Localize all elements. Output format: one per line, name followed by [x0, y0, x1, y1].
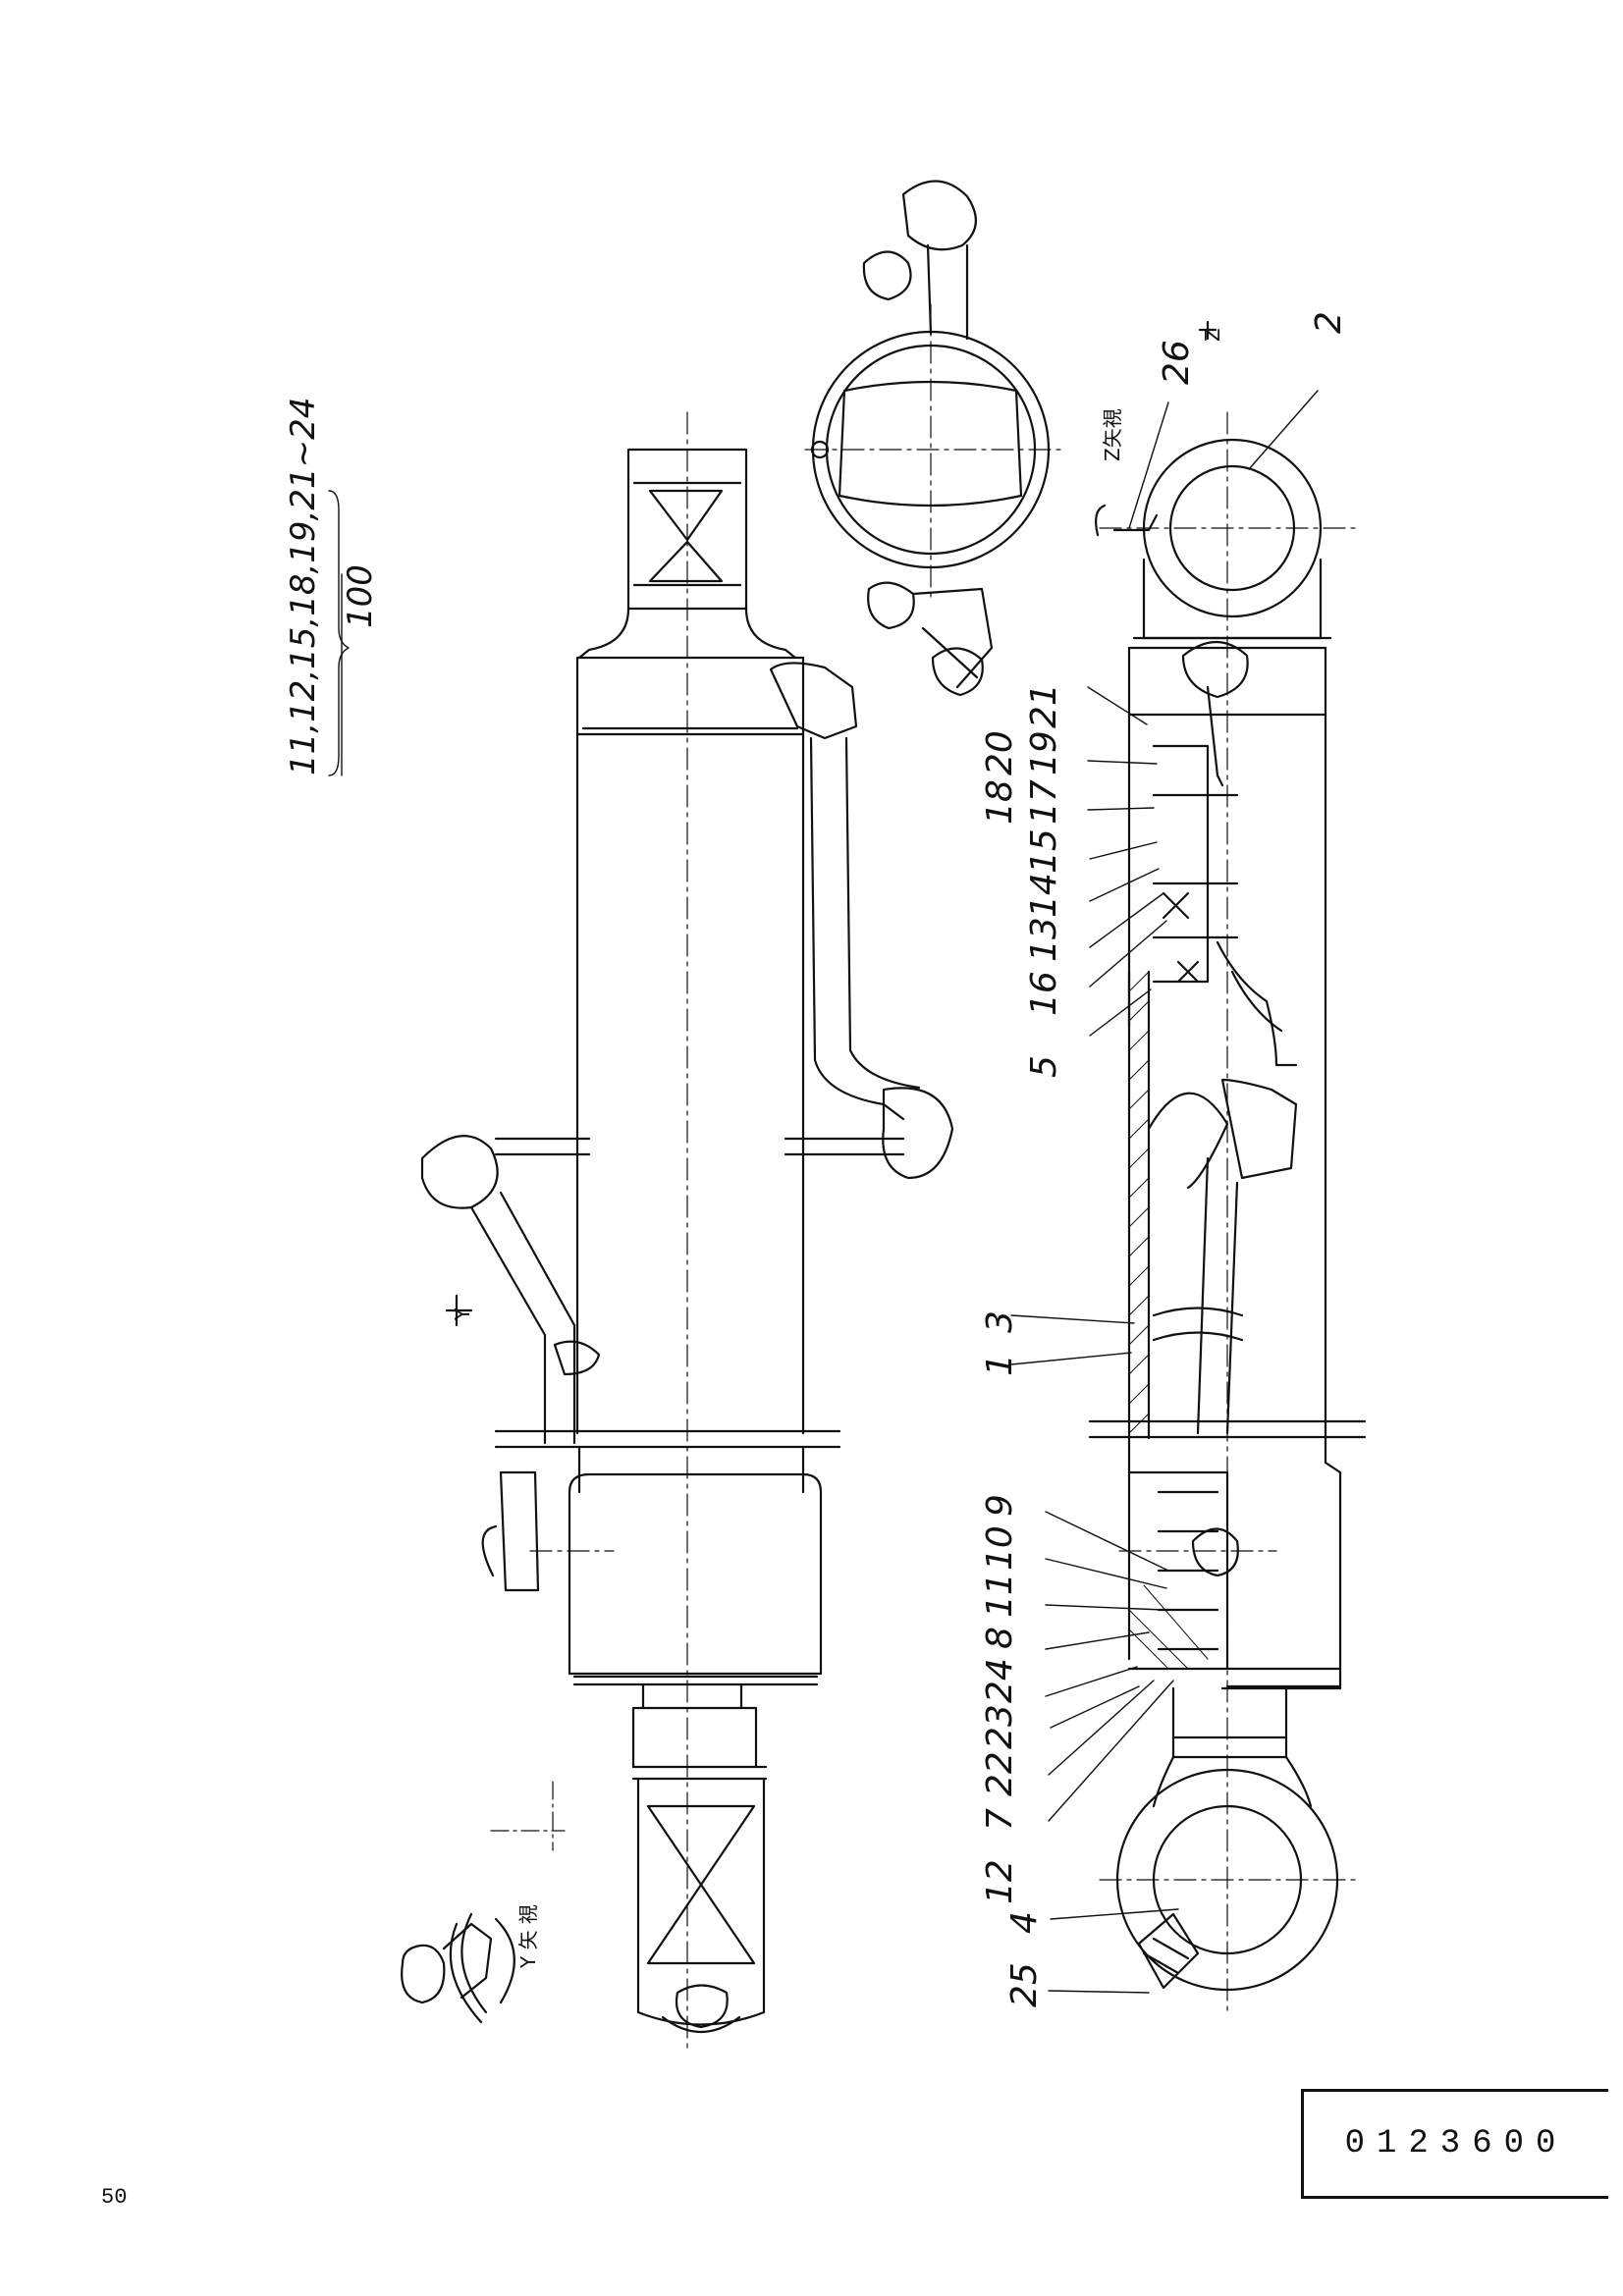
view-y-label: Y 矢 視: [516, 1904, 540, 1969]
callout-9: 9: [980, 1494, 1020, 1517]
view-y-marker: Y: [451, 1308, 474, 1321]
callout-26: 26: [1157, 340, 1197, 385]
callout-23: 23: [980, 1704, 1020, 1749]
callout-11: 11: [980, 1573, 1020, 1618]
callout-15: 15: [1024, 828, 1064, 874]
end-view: [804, 180, 1061, 697]
callout-18: 18: [980, 779, 1020, 825]
callout-12: 12: [980, 1859, 1020, 1904]
callout-8: 8: [980, 1627, 1020, 1649]
callout-5: 5: [1024, 1055, 1064, 1078]
callout-4: 4: [1004, 1911, 1045, 1934]
callout-21: 21: [1024, 683, 1064, 728]
callout-17: 17: [1024, 779, 1064, 825]
callout-20: 20: [980, 730, 1020, 775]
sectional-view: [1088, 320, 1367, 2013]
drawing-notes: 11,12,15,18,19,21~24 100 Y Y 矢 視 Z Z矢視: [284, 328, 1224, 1969]
callout-7: 7: [980, 1808, 1020, 1831]
callout-3: 3: [980, 1310, 1020, 1333]
drawing-code-box: 0123600: [1301, 2089, 1608, 2199]
page-number: 50: [101, 2185, 128, 2210]
callout-2: 2: [1309, 311, 1349, 334]
part-callouts: 2 26 21 20 19 18 17 15 14 13 16 5 3 1 9 …: [980, 311, 1349, 2007]
callout-14: 14: [1024, 873, 1064, 918]
callout-24: 24: [980, 1658, 1020, 1703]
callout-16: 16: [1024, 971, 1064, 1016]
leader-lines: [328, 390, 1319, 1994]
callout-10: 10: [980, 1525, 1020, 1571]
callout-1: 1: [980, 1354, 1020, 1376]
callout-13: 13: [1024, 917, 1064, 962]
callout-19: 19: [1024, 730, 1064, 775]
drawing-code: 0123600: [1344, 2125, 1568, 2163]
callout-22: 22: [980, 1751, 1020, 1796]
note-numerator: 11,12,15,18,19,21~24: [284, 398, 323, 775]
callout-25: 25: [1004, 1962, 1045, 2007]
note-denominator: 100: [341, 564, 380, 628]
view-z-marker: Z: [1201, 328, 1224, 342]
view-z-label: Z矢視: [1101, 408, 1124, 461]
external-view: [401, 411, 954, 2053]
